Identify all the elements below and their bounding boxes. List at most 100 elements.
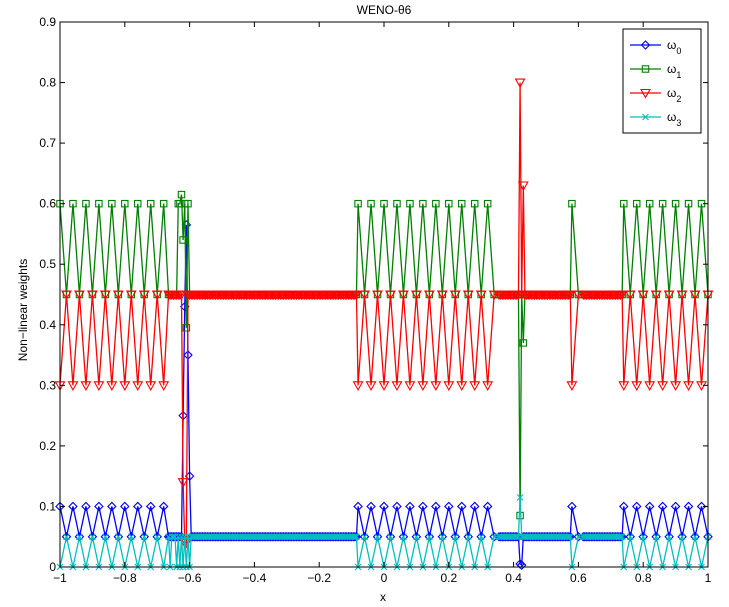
data-point: [652, 533, 660, 541]
data-point: [354, 199, 362, 208]
data-point: [86, 290, 98, 301]
data-point: [513, 533, 521, 541]
x-tick-label: 0.8: [635, 571, 652, 585]
data-point: [73, 290, 85, 301]
legend-entry-w2: ω2: [630, 86, 681, 104]
data-point: [651, 531, 661, 542]
data-point: [419, 199, 427, 208]
data-point: [61, 290, 72, 301]
data-point: [670, 381, 682, 391]
data-point: [462, 290, 474, 301]
data-point: [106, 381, 118, 391]
data-point: [617, 533, 624, 541]
data-point: [690, 531, 700, 542]
data-point: [101, 533, 109, 541]
data-point: [82, 199, 90, 208]
data-point: [618, 501, 629, 512]
data-point: [367, 199, 375, 208]
legend-box: [622, 28, 702, 134]
data-point: [391, 381, 403, 391]
x-tick-label: 0.2: [440, 571, 457, 585]
data-point: [113, 531, 124, 542]
data-point: [107, 501, 117, 512]
data-point: [179, 236, 187, 244]
data-point: [676, 290, 688, 301]
data-point: [631, 381, 643, 391]
data-point: [139, 531, 150, 542]
data-point: [620, 199, 628, 208]
data-point: [132, 501, 143, 512]
data-point: [372, 290, 383, 301]
data-point: [657, 381, 669, 391]
data-point: [176, 199, 184, 208]
data-point: [138, 290, 150, 301]
data-point: [68, 501, 78, 512]
data-point: [477, 533, 485, 541]
data-point: [182, 324, 191, 332]
data-point: [568, 199, 576, 208]
data-point: [689, 290, 701, 301]
data-point: [170, 533, 177, 541]
y-tick-label: 0: [49, 560, 56, 574]
legend-marker: [642, 113, 649, 121]
data-point: [516, 560, 527, 570]
data-point: [379, 501, 389, 512]
data-point: [456, 381, 468, 391]
data-point: [184, 199, 192, 208]
data-point: [658, 199, 667, 208]
data-point: [519, 339, 528, 347]
data-point: [63, 533, 70, 541]
data-point: [616, 290, 628, 301]
x-tick-label: −0.4: [243, 571, 267, 585]
data-point: [458, 199, 466, 208]
data-point: [94, 501, 104, 512]
data-point: [87, 531, 98, 542]
data-point: [517, 181, 529, 192]
y-tick-label: 0.5: [39, 257, 56, 271]
data-point: [575, 533, 582, 541]
data-point: [76, 533, 83, 541]
data-point: [482, 381, 494, 391]
data-point: [424, 531, 435, 542]
data-point: [406, 199, 414, 208]
y-tick-label: 0.7: [39, 136, 56, 150]
data-point: [177, 478, 189, 488]
data-point: [93, 381, 105, 391]
data-point: [670, 501, 681, 512]
data-point: [425, 533, 433, 541]
legend-label: ω1: [667, 62, 681, 80]
data-point: [95, 199, 103, 208]
data-point: [385, 290, 396, 301]
data-point: [100, 531, 111, 542]
data-point: [671, 199, 680, 208]
data-point: [436, 290, 448, 301]
data-point: [650, 290, 662, 301]
data-point: [456, 501, 467, 512]
data-point: [114, 533, 122, 541]
x-tick-label: 0.4: [505, 571, 522, 585]
x-tick-label: −0.8: [113, 571, 137, 585]
data-point: [397, 290, 409, 301]
data-point: [644, 501, 655, 512]
data-point: [432, 199, 440, 208]
x-axis-label: x: [380, 590, 386, 604]
data-point: [99, 290, 111, 301]
data-point: [470, 199, 479, 208]
data-point: [398, 531, 409, 542]
data-point: [353, 501, 363, 512]
data-point: [684, 199, 693, 208]
data-point: [353, 533, 360, 541]
data-point: [437, 531, 448, 542]
plot-lines: [54, 78, 714, 571]
legend-marker: [640, 88, 651, 99]
legend-entry-w0: ω0: [630, 38, 681, 56]
legend-label: ω0: [667, 38, 681, 56]
data-point: [387, 533, 394, 541]
data-point: [625, 531, 636, 542]
data-point: [449, 290, 461, 301]
legend-entry-w1: ω1: [630, 62, 681, 80]
y-tick-label: 0.4: [39, 318, 56, 332]
data-point: [366, 501, 376, 512]
data-point: [405, 501, 415, 512]
data-point: [158, 501, 169, 512]
